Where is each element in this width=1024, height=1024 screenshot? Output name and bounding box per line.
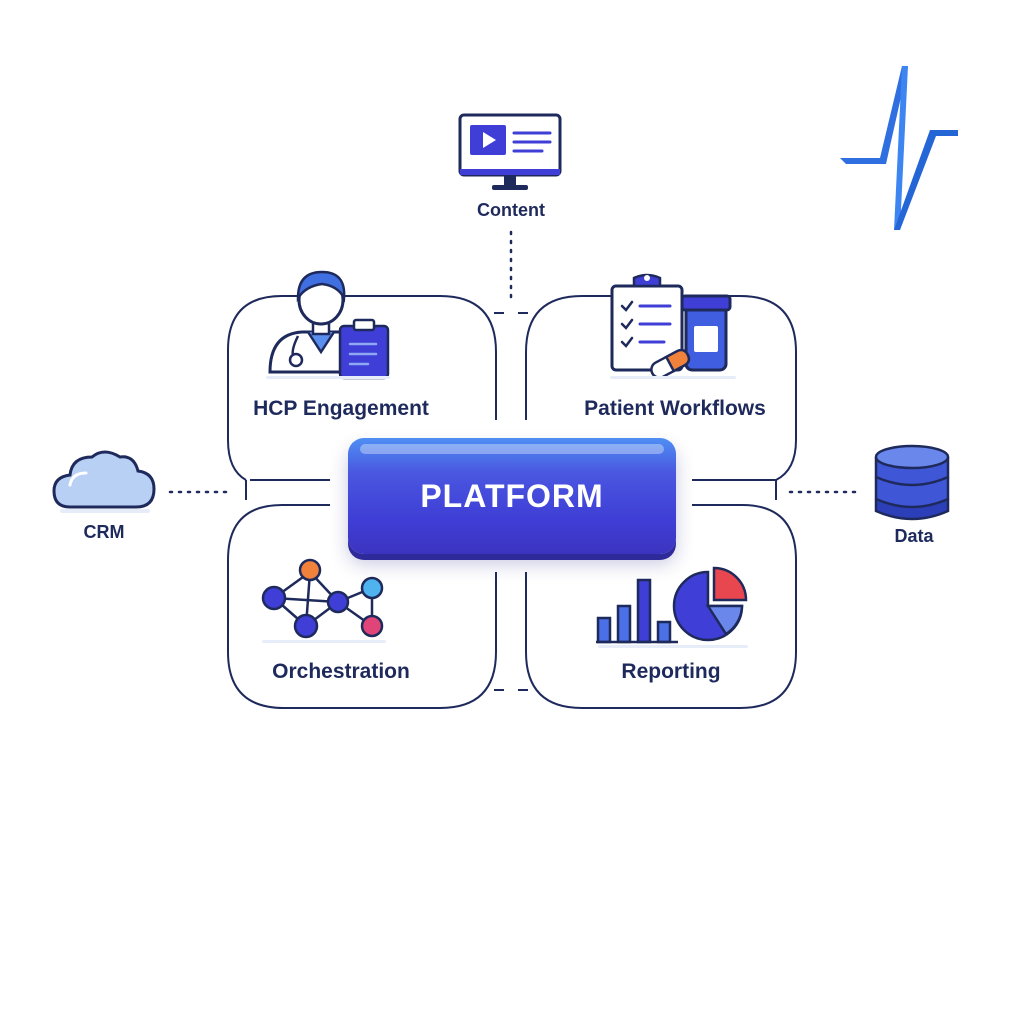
monitor-video-icon (458, 113, 562, 190)
cloud-icon (52, 450, 156, 513)
doctor-clipboard-icon (266, 270, 390, 380)
pulse-logo-icon (840, 66, 958, 230)
patient-card-frame (525, 295, 797, 481)
checklist-pills-icon (610, 273, 736, 379)
hcp-engagement-label: HCP Engagement (253, 397, 429, 420)
orchestration-label: Orchestration (272, 660, 410, 683)
hcp-card-frame (227, 295, 497, 481)
data-label: Data (894, 526, 934, 546)
orchestration-card-frame (227, 504, 497, 709)
platform-block: PLATFORM (348, 438, 676, 554)
content-label: Content (477, 200, 545, 220)
bar-pie-chart-icon (596, 566, 748, 648)
network-graph-icon (261, 558, 386, 643)
crm-label: CRM (83, 522, 125, 542)
platform-label: PLATFORM (420, 477, 604, 514)
database-icon (874, 444, 950, 521)
patient-workflows-label: Patient Workflows (584, 397, 766, 420)
reporting-card-frame (525, 504, 797, 709)
reporting-label: Reporting (621, 660, 721, 683)
